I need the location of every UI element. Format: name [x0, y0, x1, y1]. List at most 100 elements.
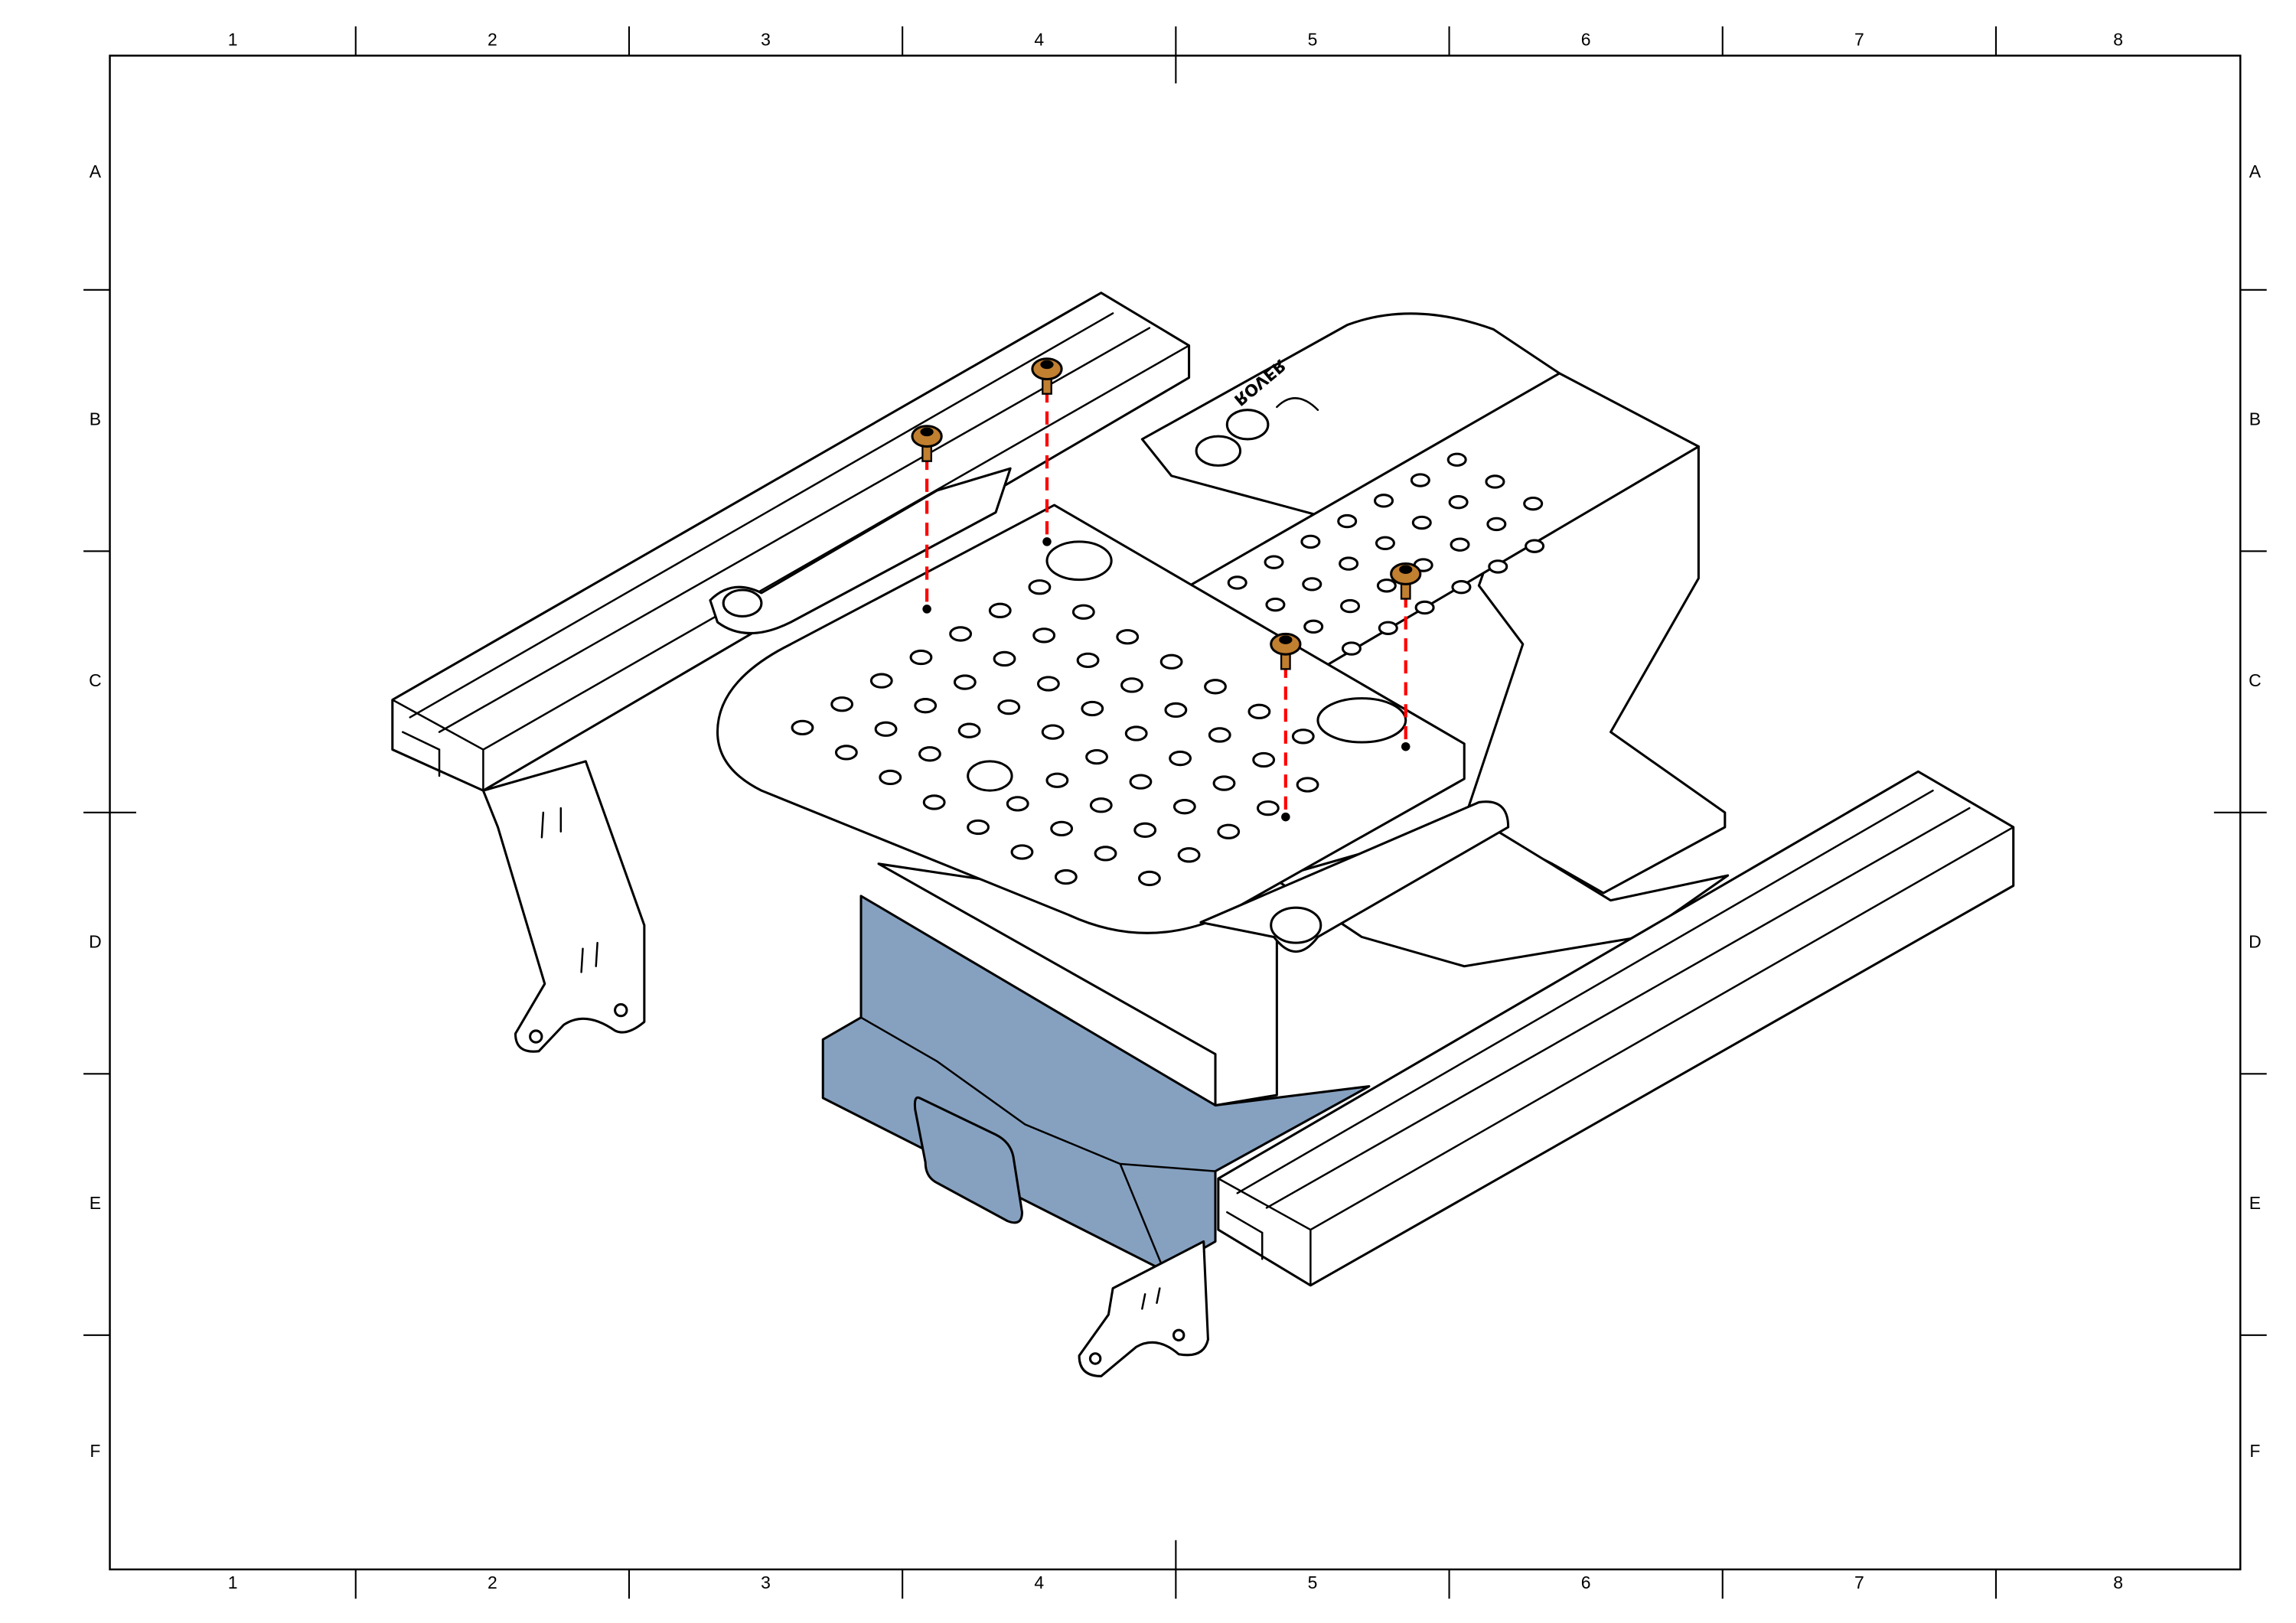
mounting-hole — [1296, 777, 1319, 793]
target-hole — [1042, 537, 1052, 546]
fasteners — [911, 357, 1422, 822]
center-plate-holes — [791, 579, 1319, 887]
mounting-hole — [1376, 578, 1397, 593]
mounting-hole — [1124, 725, 1148, 741]
mounting-hole — [1256, 800, 1280, 816]
mounting-hole — [1116, 629, 1140, 645]
column-label: 7 — [1854, 30, 1864, 50]
housing-end-cap — [913, 1096, 1023, 1224]
row-label: F — [2249, 1441, 2260, 1461]
left-aluminum-rail — [391, 292, 1191, 792]
mounting-hole — [1129, 774, 1153, 790]
column-label: 5 — [1308, 30, 1318, 50]
mounting-hole — [1081, 700, 1104, 717]
mounting-hole — [1411, 515, 1432, 530]
mounting-hole — [1217, 823, 1241, 839]
rover-mount-assembly: ROVER — [391, 292, 2015, 1377]
mounting-hole — [869, 673, 893, 689]
row-label: F — [90, 1441, 100, 1461]
row-label: B — [2249, 409, 2261, 429]
mounting-hole — [834, 745, 858, 761]
column-label: 2 — [488, 1572, 497, 1592]
mounting-hole — [1450, 537, 1470, 552]
drawing-border-frame — [83, 26, 2267, 1599]
column-label: 3 — [761, 30, 771, 50]
mounting-hole — [922, 794, 946, 810]
row-label: E — [2249, 1193, 2261, 1213]
mounting-hole — [1291, 728, 1315, 745]
column-label: 6 — [1581, 1572, 1591, 1592]
mounting-hole — [1451, 580, 1472, 595]
mounting-hole — [1120, 677, 1143, 693]
mounting-hole — [1212, 775, 1236, 791]
mounting-hole — [1159, 653, 1183, 670]
mounting-hole — [1339, 556, 1359, 571]
mounting-hole — [1094, 846, 1117, 862]
mounting-hole — [1340, 598, 1361, 614]
mounting-hole — [918, 746, 941, 762]
column-label: 4 — [1034, 30, 1044, 50]
column-label: 2 — [488, 30, 497, 50]
column-label: 8 — [2113, 30, 2123, 50]
center-mounting-plate — [716, 504, 1466, 934]
column-label: 7 — [1854, 1572, 1864, 1592]
mounting-hole — [997, 699, 1021, 715]
mounting-hole — [1485, 474, 1505, 489]
mounting-hole — [1041, 724, 1065, 740]
rail-groove — [1217, 789, 2014, 1287]
mounting-hole — [1177, 847, 1201, 863]
mounting-hole — [1374, 494, 1394, 508]
mounting-hole — [909, 649, 933, 666]
mounting-hole — [1486, 517, 1507, 532]
mounting-hole — [1010, 844, 1034, 860]
right-hanging-bracket — [1078, 1240, 1209, 1377]
mounting-hole — [1410, 473, 1430, 487]
mounting-hole — [1137, 870, 1161, 887]
mounting-hole — [874, 721, 898, 737]
perforated-plate-holes — [1227, 452, 1545, 656]
mounting-hole — [1448, 495, 1469, 510]
left-hanging-bracket — [481, 760, 646, 1053]
mounting-hole — [1036, 676, 1060, 692]
mounting-hole — [1446, 452, 1467, 467]
mounting-hole — [988, 602, 1012, 618]
column-label: 3 — [761, 1572, 771, 1592]
mounting-hole — [1378, 621, 1398, 635]
mounting-hole — [1375, 536, 1395, 550]
mounting-hole — [1076, 652, 1100, 669]
screw-socket — [1279, 635, 1293, 644]
mounting-hole — [1303, 619, 1324, 634]
mounting-hole — [949, 626, 973, 642]
mounting-hole — [1208, 727, 1231, 743]
mounting-hole — [1133, 822, 1157, 838]
mounting-hole — [914, 698, 938, 714]
mounting-hole — [1164, 702, 1188, 719]
mounting-hole — [1264, 555, 1284, 569]
mounting-hole — [1169, 750, 1192, 767]
row-label: B — [90, 409, 101, 429]
mounting-hole — [791, 719, 814, 736]
center-large-hole — [1316, 697, 1407, 744]
mounting-hole — [953, 674, 977, 690]
mounting-hole — [1204, 679, 1227, 695]
mounting-hole — [1045, 772, 1069, 788]
row-label: A — [90, 161, 102, 181]
mounting-hole — [1032, 627, 1056, 644]
row-label: D — [89, 932, 102, 952]
mounting-hole — [1302, 577, 1322, 592]
mounting-hole — [1525, 539, 1545, 553]
mounting-hole — [1414, 600, 1435, 615]
rail-groove — [391, 312, 1190, 792]
housing-edge — [859, 1016, 1217, 1272]
mounting-hole — [1337, 513, 1358, 529]
mounting-hole — [830, 696, 854, 712]
rear-linkage-arm — [709, 467, 1012, 634]
mounting-hole — [993, 650, 1016, 667]
mounting-hole — [1252, 751, 1276, 768]
column-label: 5 — [1308, 1572, 1318, 1592]
bracket-slots — [529, 807, 628, 1044]
mounting-hole — [1523, 496, 1544, 511]
